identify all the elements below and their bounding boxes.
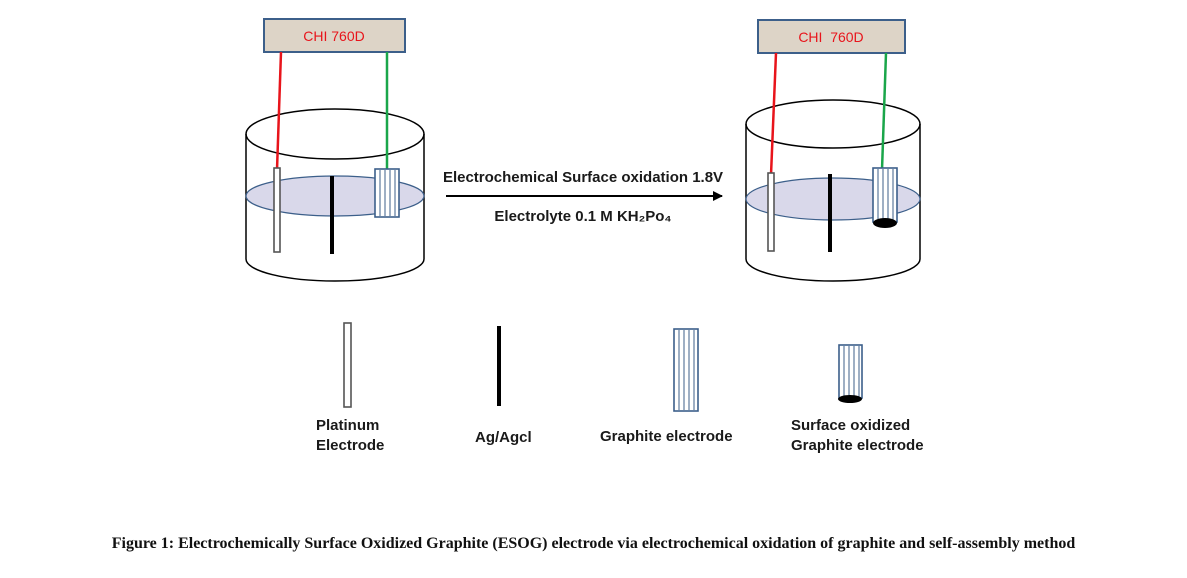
legend-graphite-symbol [673, 328, 699, 412]
right-potentiostat-label: CHI 760D [798, 29, 863, 45]
left-platinum-electrode [273, 167, 281, 253]
oxidation-condition-label: Electrochemical Surface oxidation 1.8V [443, 169, 723, 186]
right-reference-electrode [828, 174, 832, 252]
legend-oxidized-label-line1: Surface oxidized [791, 417, 910, 434]
left-potentiostat-label: CHI 760D [303, 28, 364, 44]
legend-oxidized-label-line2: Graphite electrode [791, 437, 924, 454]
right-potentiostat-box [757, 19, 906, 54]
legend-reference-label: Ag/Agcl [475, 429, 532, 446]
figure-caption: Figure 1: Electrochemically Surface Oxid… [111, 535, 1076, 552]
left-red-wire [275, 51, 283, 171]
right-beaker-bottom [745, 258, 921, 282]
right-oxidized-graphite-electrode [872, 167, 898, 228]
left-beaker-rim [245, 108, 425, 160]
legend-platinum-symbol [343, 322, 352, 408]
legend-platinum-label-line2: Electrode [316, 437, 384, 454]
legend-reference-symbol [497, 326, 501, 406]
legend-oxidized-graphite-symbol [838, 344, 863, 403]
left-reference-electrode [330, 176, 334, 254]
right-cell: CHI 760D [745, 19, 921, 282]
electrolyte-label: Electrolyte 0.1 M KH₂Po₄ [494, 208, 671, 225]
process-arrow-group: Electrochemical Surface oxidation 1.8V E… [443, 169, 723, 225]
left-cell: CHI 760D [245, 18, 425, 282]
legend-graphite-label: Graphite electrode [600, 428, 733, 445]
right-red-wire [769, 52, 778, 176]
right-green-wire [880, 52, 888, 171]
left-beaker-bottom [245, 258, 425, 282]
legend-platinum-label-line1: Platinum [316, 417, 379, 434]
right-beaker-rim [745, 99, 921, 149]
left-potentiostat-box [263, 18, 406, 53]
legend: Platinum Electrode Ag/Agcl Graphite elec… [316, 322, 924, 454]
right-platinum-electrode [767, 172, 775, 252]
left-graphite-electrode [374, 168, 400, 218]
